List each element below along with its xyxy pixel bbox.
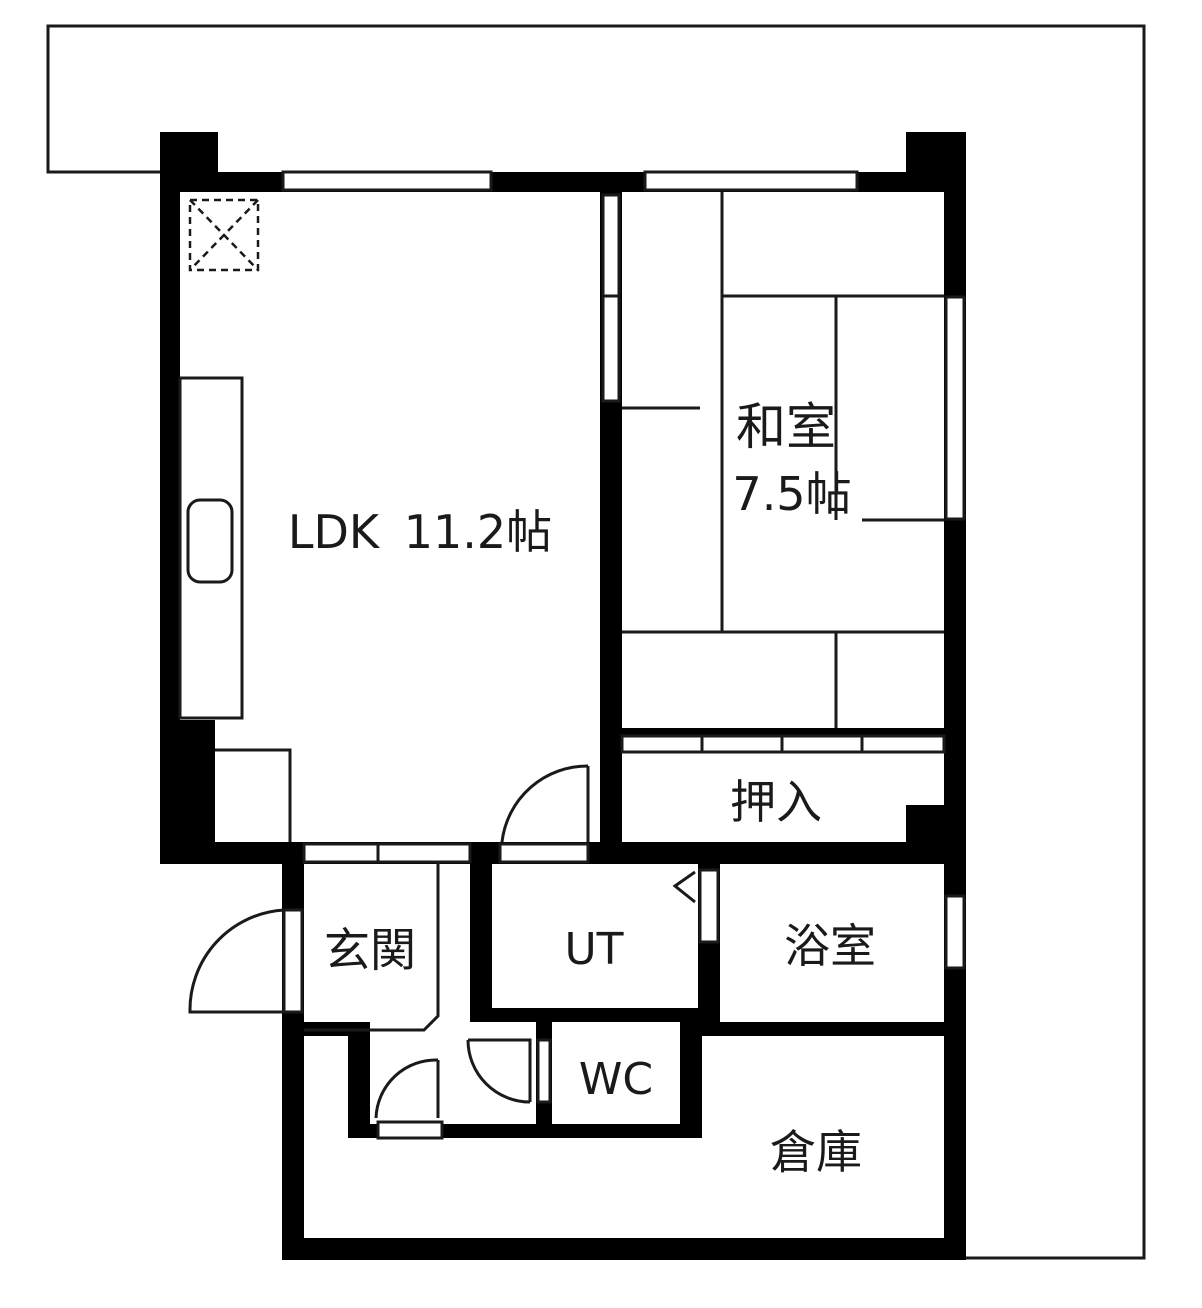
- tatami-lines: [620, 192, 946, 754]
- storage-label: 倉庫: [770, 1125, 862, 1179]
- hall-door-icon: [374, 1058, 440, 1119]
- genkan-step: [304, 862, 440, 1032]
- genkan-label: 玄関: [324, 923, 416, 977]
- balcony: [46, 24, 1146, 1260]
- ldk-label: LDK: [288, 505, 381, 559]
- washitsu-size: 7.5帖: [732, 467, 851, 521]
- room-labels: LDK 11.2帖 和室 7.5帖 押入 玄関 UT 浴室 WC 倉庫: [288, 398, 876, 1179]
- wc-label: WC: [579, 1054, 653, 1105]
- wc-door-icon: [466, 1038, 532, 1104]
- interior-walls: [304, 192, 966, 1138]
- interior-openings: [302, 193, 720, 1140]
- ldk-size: 11.2帖: [404, 505, 552, 559]
- sink-icon: [186, 498, 234, 584]
- ldk-door-icon: [500, 764, 590, 843]
- hatch-icon: [188, 198, 260, 272]
- bath-label: 浴室: [784, 919, 876, 973]
- oshiire-label: 押入: [730, 775, 822, 829]
- svg-text:LDK 11.2帖: LDK 11.2帖: [288, 505, 552, 559]
- exterior-walls: [160, 132, 966, 1260]
- washitsu-label: 和室: [736, 398, 836, 456]
- windows: [281, 170, 966, 1014]
- ut-door-marker-icon: [672, 870, 696, 904]
- doors: [188, 764, 696, 1119]
- entrance-door-icon: [188, 908, 286, 1014]
- kitchen: [178, 376, 292, 842]
- kitchen-counter: [178, 376, 244, 720]
- fridge-space: [215, 748, 292, 842]
- ut-label: UT: [564, 924, 623, 975]
